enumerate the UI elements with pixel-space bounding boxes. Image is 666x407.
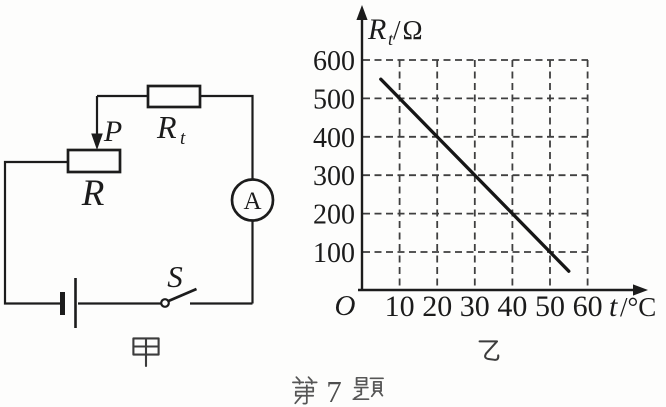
y-tick-100: 100 (313, 238, 355, 269)
y-tick-labels: 100 200 300 400 500 600 (313, 46, 355, 269)
resistance-temperature-graph: R t /Ω t /°C O 100 200 300 400 500 600 1… (313, 5, 656, 361)
switch-lever (167, 287, 198, 303)
ti-sun-strokes (355, 376, 368, 386)
y-tick-400: 400 (313, 123, 355, 154)
wire-left-loop (3, 160, 68, 305)
y-axis-label-symbol: R (367, 13, 386, 46)
slider-arrowhead (91, 133, 103, 150)
x-tick-50: 50 (535, 290, 565, 323)
y-axis-label-unit: /Ω (393, 15, 425, 45)
yi-glyph-strokes (478, 340, 500, 361)
ammeter-label: A (243, 188, 261, 215)
di-tail-strokes (294, 384, 308, 405)
figure-caption: 7 (292, 374, 384, 407)
ti-foot-strokes (352, 386, 370, 400)
y-tick-600: 600 (313, 46, 355, 77)
x-axis-label-unit: /°C (620, 292, 656, 322)
y-tick-200: 200 (313, 200, 355, 231)
ti-page-strokes (369, 377, 384, 398)
thermistor-body (146, 84, 202, 109)
y-axis-label-sub: t (388, 29, 394, 49)
thermistor-label: R (156, 109, 177, 145)
caption-number: 7 (326, 374, 342, 407)
slider-label: P (103, 115, 122, 148)
wire-top-right (200, 94, 254, 180)
x-tick-10: 10 (385, 290, 415, 323)
x-tick-labels: 10 20 30 40 50 60 (385, 290, 603, 323)
di-bamboo-strokes (292, 376, 318, 385)
switch-label: S (167, 259, 183, 294)
circuit-diagram: P R R t A S (3, 84, 275, 368)
jia-glyph-strokes (132, 337, 160, 368)
caption-glyph-ti (352, 376, 384, 400)
switch-pivot (160, 298, 170, 308)
y-tick-300: 300 (313, 161, 355, 192)
x-tick-20: 20 (422, 290, 452, 323)
rheostat-body (66, 148, 122, 174)
x-axis-label-symbol: t (609, 290, 618, 323)
ammeter-body (230, 178, 275, 222)
y-tick-500: 500 (313, 84, 355, 115)
x-tick-60: 60 (573, 290, 603, 323)
y-axis-arrowhead (356, 5, 368, 20)
x-tick-30: 30 (460, 290, 490, 323)
caption-glyph-di (292, 376, 318, 405)
x-axis-arrowhead (633, 284, 648, 296)
thermistor-label-sub: t (180, 128, 186, 149)
di-body-strokes (294, 386, 315, 397)
data-line (379, 77, 571, 273)
circuit-caption-jia (132, 337, 160, 368)
x-tick-40: 40 (497, 290, 527, 323)
graph-caption-yi (478, 340, 500, 361)
origin-label: O (335, 290, 356, 322)
rheostat-label: R (81, 173, 105, 214)
